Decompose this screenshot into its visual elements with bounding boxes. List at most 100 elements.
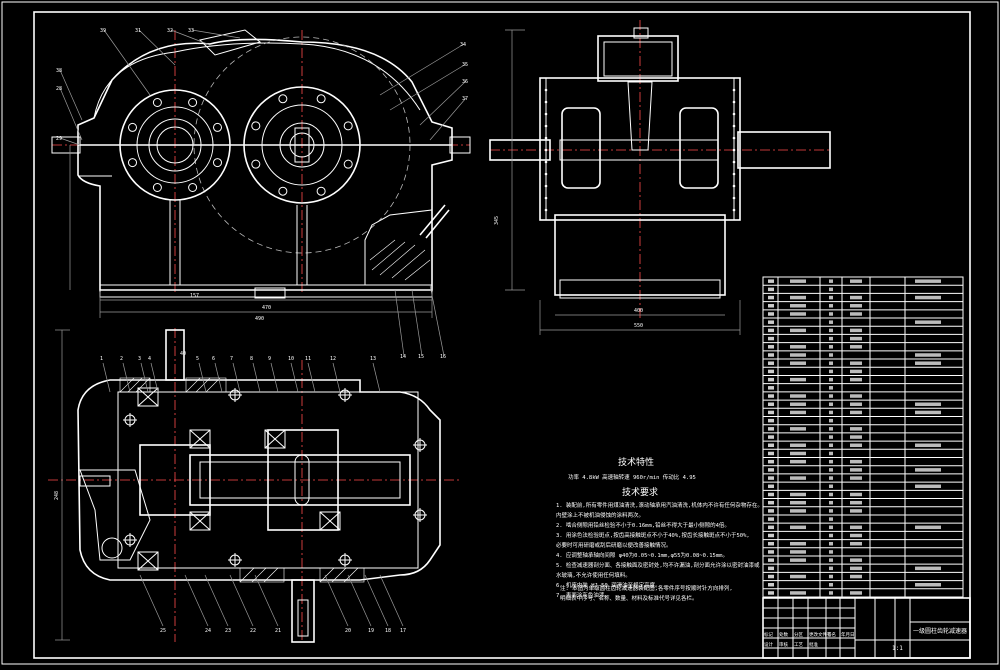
leader-label-plan: 8 bbox=[250, 356, 253, 362]
parts-row-number bbox=[768, 336, 774, 341]
leader-label-plan: 17 bbox=[400, 628, 406, 634]
leader-label-plan: 9 bbox=[268, 356, 271, 362]
leader-label-plan: 23 bbox=[225, 628, 231, 634]
parts-row-name bbox=[790, 443, 806, 448]
parts-row-name bbox=[790, 312, 806, 316]
parts-row-number bbox=[768, 525, 774, 530]
dim-front-length-b: 470 bbox=[262, 305, 271, 311]
parts-row-qty bbox=[829, 484, 833, 489]
parts-row-material bbox=[850, 377, 862, 382]
parts-row-qty bbox=[829, 550, 833, 554]
parts-row-number bbox=[768, 468, 774, 472]
parts-row-number bbox=[768, 369, 774, 374]
parts-row-qty bbox=[829, 402, 833, 406]
leader-label-front: 29 bbox=[56, 136, 62, 142]
bottom-note-line: 明细表中序号、名称、数量、材料及标准代号详见各栏。 bbox=[560, 594, 698, 602]
parts-row-qty bbox=[829, 295, 833, 300]
parts-row-number bbox=[768, 492, 774, 497]
leader-label-plan: 22 bbox=[250, 628, 256, 634]
parts-row-material bbox=[850, 566, 862, 571]
parts-row-qty bbox=[829, 394, 833, 398]
leader-label-plan: 12 bbox=[330, 356, 336, 362]
tech-notes: 技术特性 功率 4.8kW 高速轴转速 960r/min 传动比 4.95 技术… bbox=[556, 456, 763, 602]
title-block-cell-label: 工艺 bbox=[794, 642, 803, 648]
parts-row-qty bbox=[829, 558, 833, 562]
parts-row-number bbox=[768, 550, 774, 554]
parts-row-qty bbox=[829, 500, 833, 505]
parts-row-material bbox=[850, 345, 862, 349]
parts-row-number bbox=[768, 361, 774, 365]
parts-row-name bbox=[790, 591, 806, 595]
parts-row-qty bbox=[829, 336, 833, 341]
parts-row-number bbox=[768, 386, 774, 390]
parts-row-material bbox=[850, 558, 862, 562]
parts-row-qty bbox=[829, 287, 833, 292]
parts-row-number bbox=[768, 304, 774, 308]
parts-row-material bbox=[850, 476, 862, 480]
parts-row-number bbox=[768, 418, 774, 423]
parts-row-number bbox=[768, 287, 774, 292]
parts-row-material bbox=[850, 328, 862, 333]
parts-row-name bbox=[790, 304, 806, 308]
parts-row-material bbox=[850, 336, 862, 341]
leader-label-plan: 6 bbox=[212, 356, 215, 362]
parts-row-name bbox=[790, 451, 806, 456]
parts-row-standard bbox=[915, 279, 941, 283]
leader-label-plan: 25 bbox=[160, 628, 166, 634]
leader-label-plan: 24 bbox=[205, 628, 211, 634]
tech-req-title: 技术要求 bbox=[622, 486, 658, 498]
parts-row-number bbox=[768, 591, 774, 595]
parts-row-qty bbox=[829, 476, 833, 480]
parts-row-material bbox=[850, 394, 862, 398]
parts-row-standard bbox=[915, 353, 941, 357]
parts-row-standard bbox=[915, 582, 941, 587]
parts-row-number bbox=[768, 541, 774, 546]
parts-row-name bbox=[790, 550, 806, 554]
bottom-note-line: 注: 本图为单级圆柱齿轮减速器装配图,各零件序号按顺时针方向排列, bbox=[560, 584, 733, 592]
inner-frame bbox=[33, 11, 971, 659]
parts-row-standard bbox=[915, 320, 941, 324]
parts-row-material bbox=[850, 402, 862, 406]
parts-row-name bbox=[790, 476, 806, 480]
parts-row-number bbox=[768, 451, 774, 456]
parts-row-number bbox=[768, 353, 774, 357]
parts-row-qty bbox=[829, 533, 833, 538]
tech-req-line: 2. 啮合侧隙用铅丝检验不小于0.16mm,铅丝不得大于最小侧隙的4倍。 bbox=[556, 521, 730, 529]
parts-row-number bbox=[768, 566, 774, 571]
parts-row-qty bbox=[829, 541, 833, 546]
title-block-cell-label: 标记 bbox=[764, 631, 773, 638]
leader-label-plan: 20 bbox=[345, 628, 351, 634]
parts-row-name bbox=[790, 492, 806, 497]
leader-label-front: 36 bbox=[462, 79, 468, 85]
parts-row-name bbox=[790, 509, 806, 513]
parts-row-name bbox=[790, 402, 806, 406]
parts-row-qty bbox=[829, 369, 833, 374]
parts-row-name bbox=[790, 279, 806, 283]
parts-row-name bbox=[790, 295, 806, 300]
tech-req-line: 内壁涂上不被机油侵蚀的涂料两次。 bbox=[556, 511, 644, 519]
parts-row-number bbox=[768, 582, 774, 587]
parts-row-number bbox=[768, 459, 774, 464]
leader-label-plan: 1 bbox=[100, 356, 103, 362]
parts-row-material bbox=[850, 312, 862, 316]
parts-row-qty bbox=[829, 328, 833, 333]
leader-label-front: 34 bbox=[460, 42, 466, 48]
dim-plan-top-offset: 40 bbox=[180, 351, 186, 357]
parts-row-number bbox=[768, 476, 774, 480]
parts-row-material bbox=[850, 591, 862, 595]
leader-label-front: 38 bbox=[56, 68, 62, 74]
parts-row-qty bbox=[829, 304, 833, 308]
parts-row-standard bbox=[915, 402, 941, 406]
parts-row-name bbox=[790, 394, 806, 398]
dim-side-width-base: 550 bbox=[634, 323, 643, 329]
parts-row-qty bbox=[829, 361, 833, 365]
parts-row-number bbox=[768, 484, 774, 489]
parts-row-number bbox=[768, 509, 774, 513]
parts-row-standard bbox=[915, 361, 941, 365]
parts-row-number bbox=[768, 500, 774, 505]
leader-label-plan: 18 bbox=[385, 628, 391, 634]
parts-row-name bbox=[790, 525, 806, 530]
parts-row-number bbox=[768, 533, 774, 538]
